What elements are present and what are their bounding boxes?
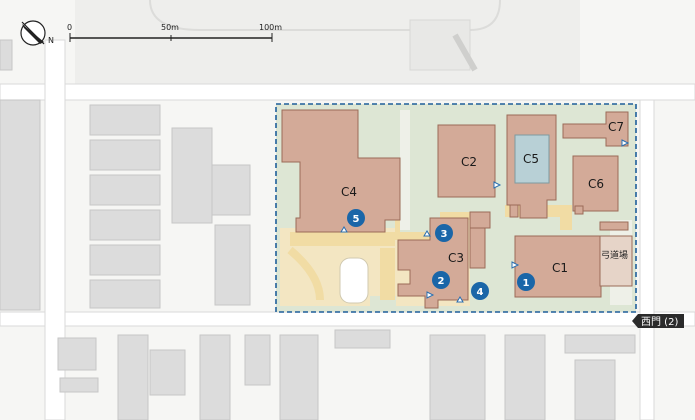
building-c7-shape — [562, 111, 629, 147]
sports-field — [75, 0, 580, 92]
scale-label-0: 0 — [67, 23, 72, 32]
north-compass-icon — [20, 20, 46, 46]
building-c1-label: C1 — [552, 261, 568, 275]
building-c2-label: C2 — [461, 155, 477, 169]
scale-bar — [69, 33, 273, 42]
building-c2-shape — [437, 124, 496, 198]
building-c4-shape — [281, 109, 401, 233]
marker-2-label: 2 — [438, 276, 445, 287]
archery-hall-label: 弓道場 — [601, 249, 628, 261]
building-c7-label: C7 — [608, 120, 624, 134]
north-label: N — [48, 36, 54, 45]
building-c6-shape — [572, 155, 619, 212]
highlight-zone-border — [275, 103, 637, 313]
marker-1[interactable]: 1 — [517, 273, 535, 291]
marker-3-label: 3 — [441, 229, 448, 240]
scale-label-100: 100m — [259, 23, 282, 32]
marker-2[interactable]: 2 — [432, 271, 450, 289]
building-c4-label: C4 — [341, 185, 357, 199]
marker-5[interactable]: 5 — [347, 209, 365, 227]
scale-label-50: 50m — [161, 23, 179, 32]
building-c5-pool — [514, 134, 550, 184]
background-buildings-left — [0, 39, 251, 311]
background-buildings-bottom — [57, 329, 636, 420]
marker-5-label: 5 — [353, 214, 360, 225]
marker-4[interactable]: 4 — [471, 282, 489, 300]
west-gate-label: 西門 (2) — [641, 316, 678, 328]
building-c5-label: C5 — [523, 152, 539, 166]
marker-1-label: 1 — [523, 278, 530, 289]
building-c6-label: C6 — [588, 177, 604, 191]
marker-3[interactable]: 3 — [435, 224, 453, 242]
campus-buildings — [281, 109, 633, 309]
building-c3-label: C3 — [448, 251, 464, 265]
entrance-marks — [340, 139, 630, 303]
west-gate-tag[interactable]: 西門 (2) — [632, 314, 684, 328]
building-c3-shape — [397, 217, 469, 309]
archery-hall-shape — [599, 235, 633, 287]
marker-4-label: 4 — [477, 287, 484, 298]
